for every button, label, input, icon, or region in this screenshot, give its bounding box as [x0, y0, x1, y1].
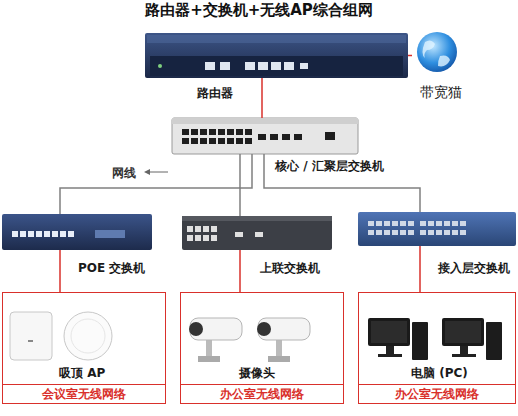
- device-label: 路由器: [197, 85, 233, 102]
- device-label: 接入层交换机: [438, 260, 510, 277]
- network-zone-box: 摄像头办公室无线网络: [180, 292, 344, 404]
- device-label: 带宽猫: [420, 84, 462, 102]
- device-label: 上联交换机: [260, 260, 320, 277]
- network-cable: [264, 154, 420, 212]
- device-label: 电脑 (PC): [411, 365, 468, 382]
- device-label: 摄像头: [239, 365, 275, 382]
- zone-name: 办公室无线网络: [181, 384, 343, 403]
- network-zone-box: 吸顶 AP 会议室无线网络: [2, 292, 166, 404]
- uplink-switch-device: [182, 216, 332, 250]
- network-cable: [240, 154, 252, 216]
- poe-switch-device: [2, 214, 152, 250]
- network-device: 路由器: [145, 33, 408, 78]
- network-device: POE 交换机: [2, 214, 152, 250]
- network-zone-box: 电脑 (PC) 办公室无线网络: [358, 292, 516, 404]
- network-device: 上联交换机: [182, 216, 332, 250]
- cable-pointer: [144, 169, 168, 175]
- network-cable: [59, 250, 61, 292]
- diagram-title: 路由器+交换机+无线AP综合组网: [0, 1, 518, 20]
- zone-name: 会议室无线网络: [3, 384, 165, 403]
- access-switch-device: [358, 212, 516, 246]
- router-device: [145, 33, 408, 78]
- network-device: 核心 / 汇聚层交换机: [172, 118, 358, 154]
- cable-label: 网线: [112, 165, 136, 182]
- network-device: 接入层交换机: [358, 212, 516, 246]
- device-label: POE 交换机: [78, 260, 145, 277]
- globe-icon: [417, 32, 457, 72]
- ap-device: [10, 312, 112, 360]
- network-cable: [239, 250, 241, 292]
- zone-name: 办公室无线网络: [359, 384, 515, 403]
- device-label: 吸顶 AP: [59, 365, 105, 382]
- network-cable: [419, 246, 421, 292]
- device-label: 核心 / 汇聚层交换机: [275, 158, 384, 175]
- network-cable: [261, 78, 263, 118]
- network-cable: [60, 154, 240, 214]
- camera-device: [189, 318, 310, 362]
- network-cable: [408, 55, 412, 57]
- network-device: 带宽猫: [412, 28, 492, 78]
- core-switch-device: [172, 118, 358, 154]
- pc-device: [368, 318, 502, 360]
